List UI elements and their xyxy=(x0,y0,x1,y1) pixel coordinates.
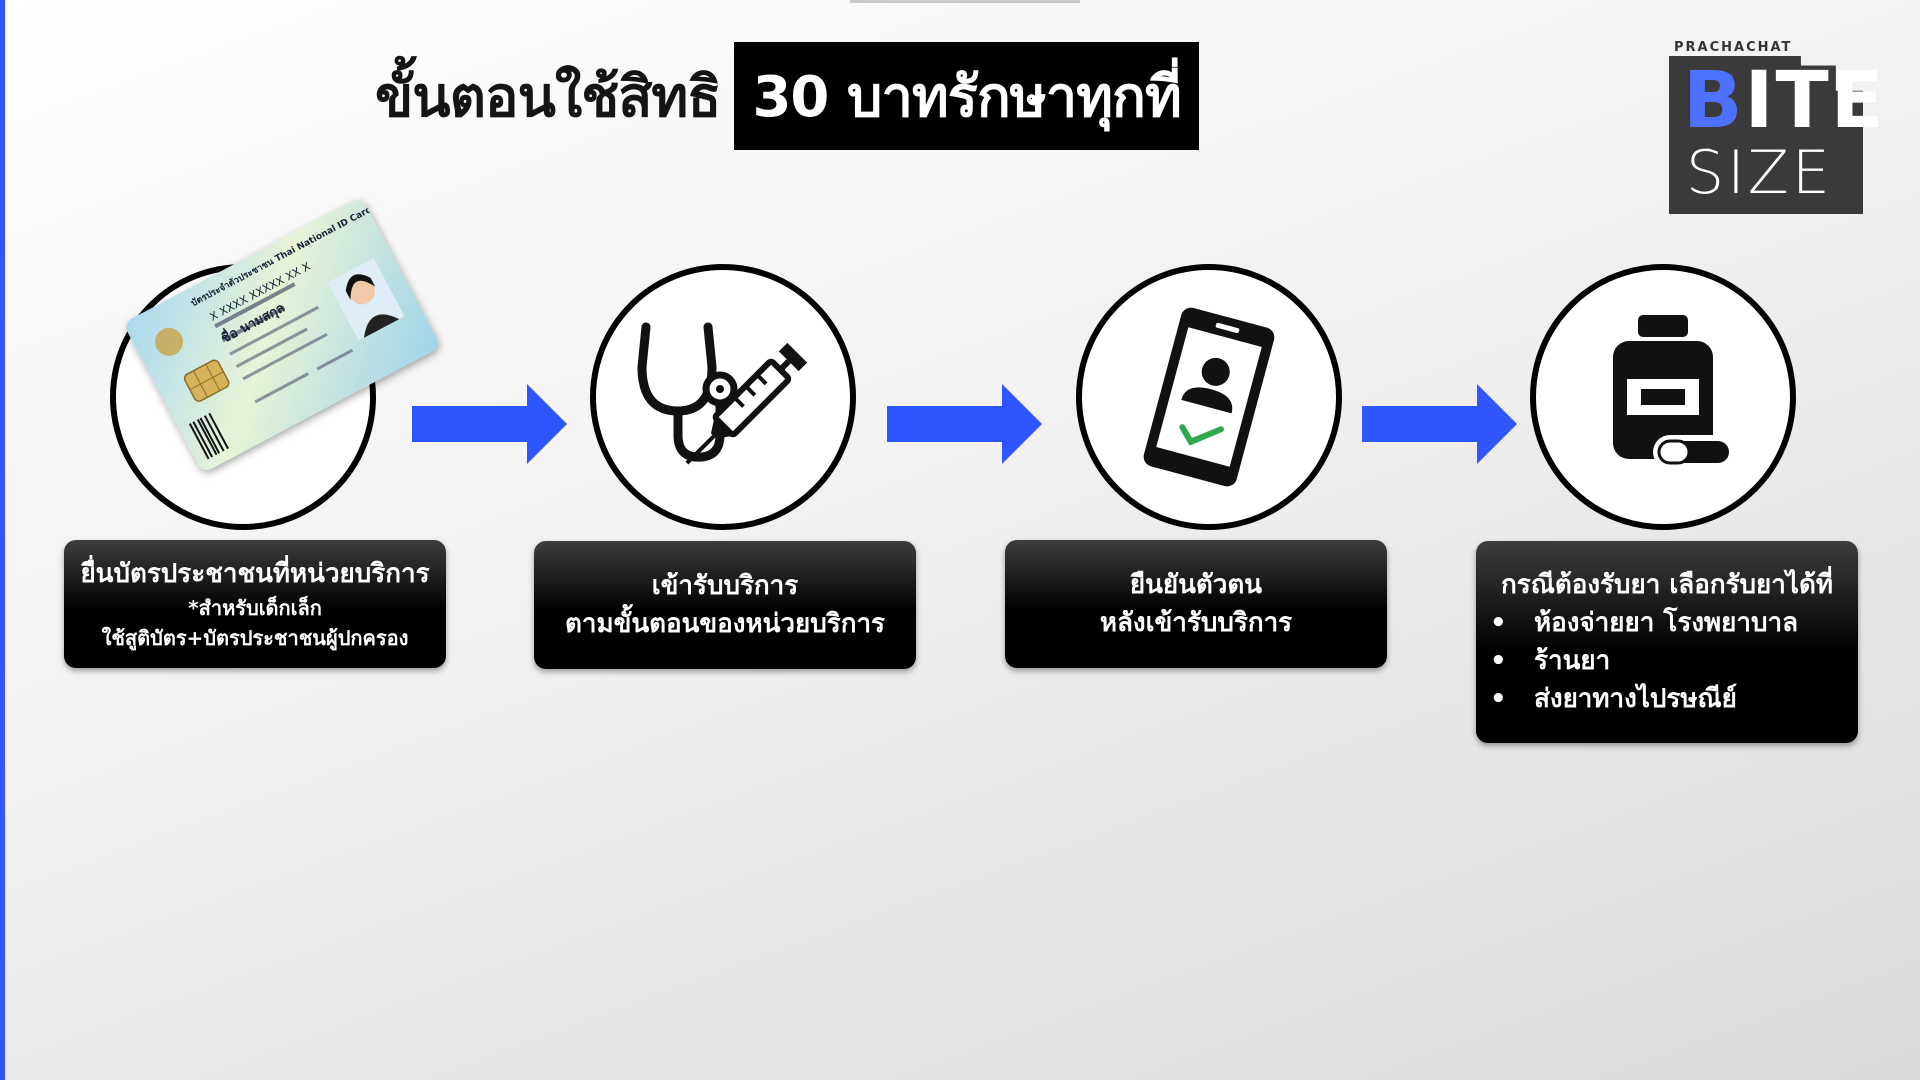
step-1-sub-2: ใช้สูติบัตร+บัตรประชาชนผู้ปกครอง xyxy=(101,626,409,650)
logo-word-size: SIZE xyxy=(1686,138,1833,208)
title-highlight: 30 บาทรักษาทุกที่ xyxy=(734,42,1199,150)
arrow-right-icon xyxy=(1362,384,1517,464)
list-item: •ร้านยา xyxy=(1490,646,1611,676)
step-4-circle xyxy=(1530,264,1796,530)
list-item: •ส่งยาทางไปรษณีย์ xyxy=(1490,684,1737,714)
page-title: ขั้นตอนใช้สิทธิ 30 บาทรักษาทุกที่ xyxy=(375,42,1199,150)
top-divider xyxy=(850,0,1080,3)
step-2-box: เข้ารับบริการ ตามขั้นตอนของหน่วยบริการ xyxy=(534,541,916,669)
step-3-line-1: ยืนยันตัวตน xyxy=(1129,570,1263,600)
step-4-bullet-list: •ห้องจ่ายยา โรงพยาบาล •ร้านยา •ส่งยาทางไ… xyxy=(1476,604,1858,718)
left-accent-stripe xyxy=(0,0,5,1080)
step-1-line-1: ยื่นบัตรประชาชนที่หน่วยบริการ xyxy=(80,559,430,589)
medicine-bottle-icon xyxy=(1613,315,1735,469)
id-card-icon: บัตรประจำตัวประชาชน Thai National ID Car… xyxy=(122,196,442,474)
step-3-circle xyxy=(1076,264,1342,530)
title-plain: ขั้นตอนใช้สิทธิ xyxy=(375,64,721,130)
step-1-box: ยื่นบัตรประชาชนที่หน่วยบริการ *สำหรับเด็… xyxy=(64,540,446,668)
step-4-line-1: กรณีต้องรับยา เลือกรับยาได้ที่ xyxy=(1501,570,1833,600)
arrow-right-icon xyxy=(412,384,567,464)
step-2-line-1: เข้ารับบริการ xyxy=(651,571,799,601)
step-2-circle xyxy=(590,264,856,530)
step-4-box: กรณีต้องรับยา เลือกรับยาได้ที่ •ห้องจ่าย… xyxy=(1476,541,1858,743)
logo-word-bite: BITE xyxy=(1683,56,1886,146)
stethoscope-syringe-icon xyxy=(637,322,808,465)
logo-publisher: PRACHACHAT xyxy=(1674,40,1793,55)
list-item: •ห้องจ่ายยา โรงพยาบาล xyxy=(1490,608,1799,638)
step-3-line-2: หลังเข้ารับบริการ xyxy=(1099,608,1293,638)
arrow-right-icon xyxy=(887,384,1042,464)
bitesize-logo: PRACHACHAT BITE SIZE xyxy=(1666,40,1884,215)
step-3-box: ยืนยันตัวตน หลังเข้ารับบริการ xyxy=(1005,540,1387,668)
logo-plate xyxy=(1669,56,1863,214)
step-2-line-2: ตามขั้นตอนของหน่วยบริการ xyxy=(564,609,886,639)
phone-verify-icon xyxy=(1143,307,1275,487)
step-1-sub-1: *สำหรับเด็กเล็ก xyxy=(188,596,322,620)
